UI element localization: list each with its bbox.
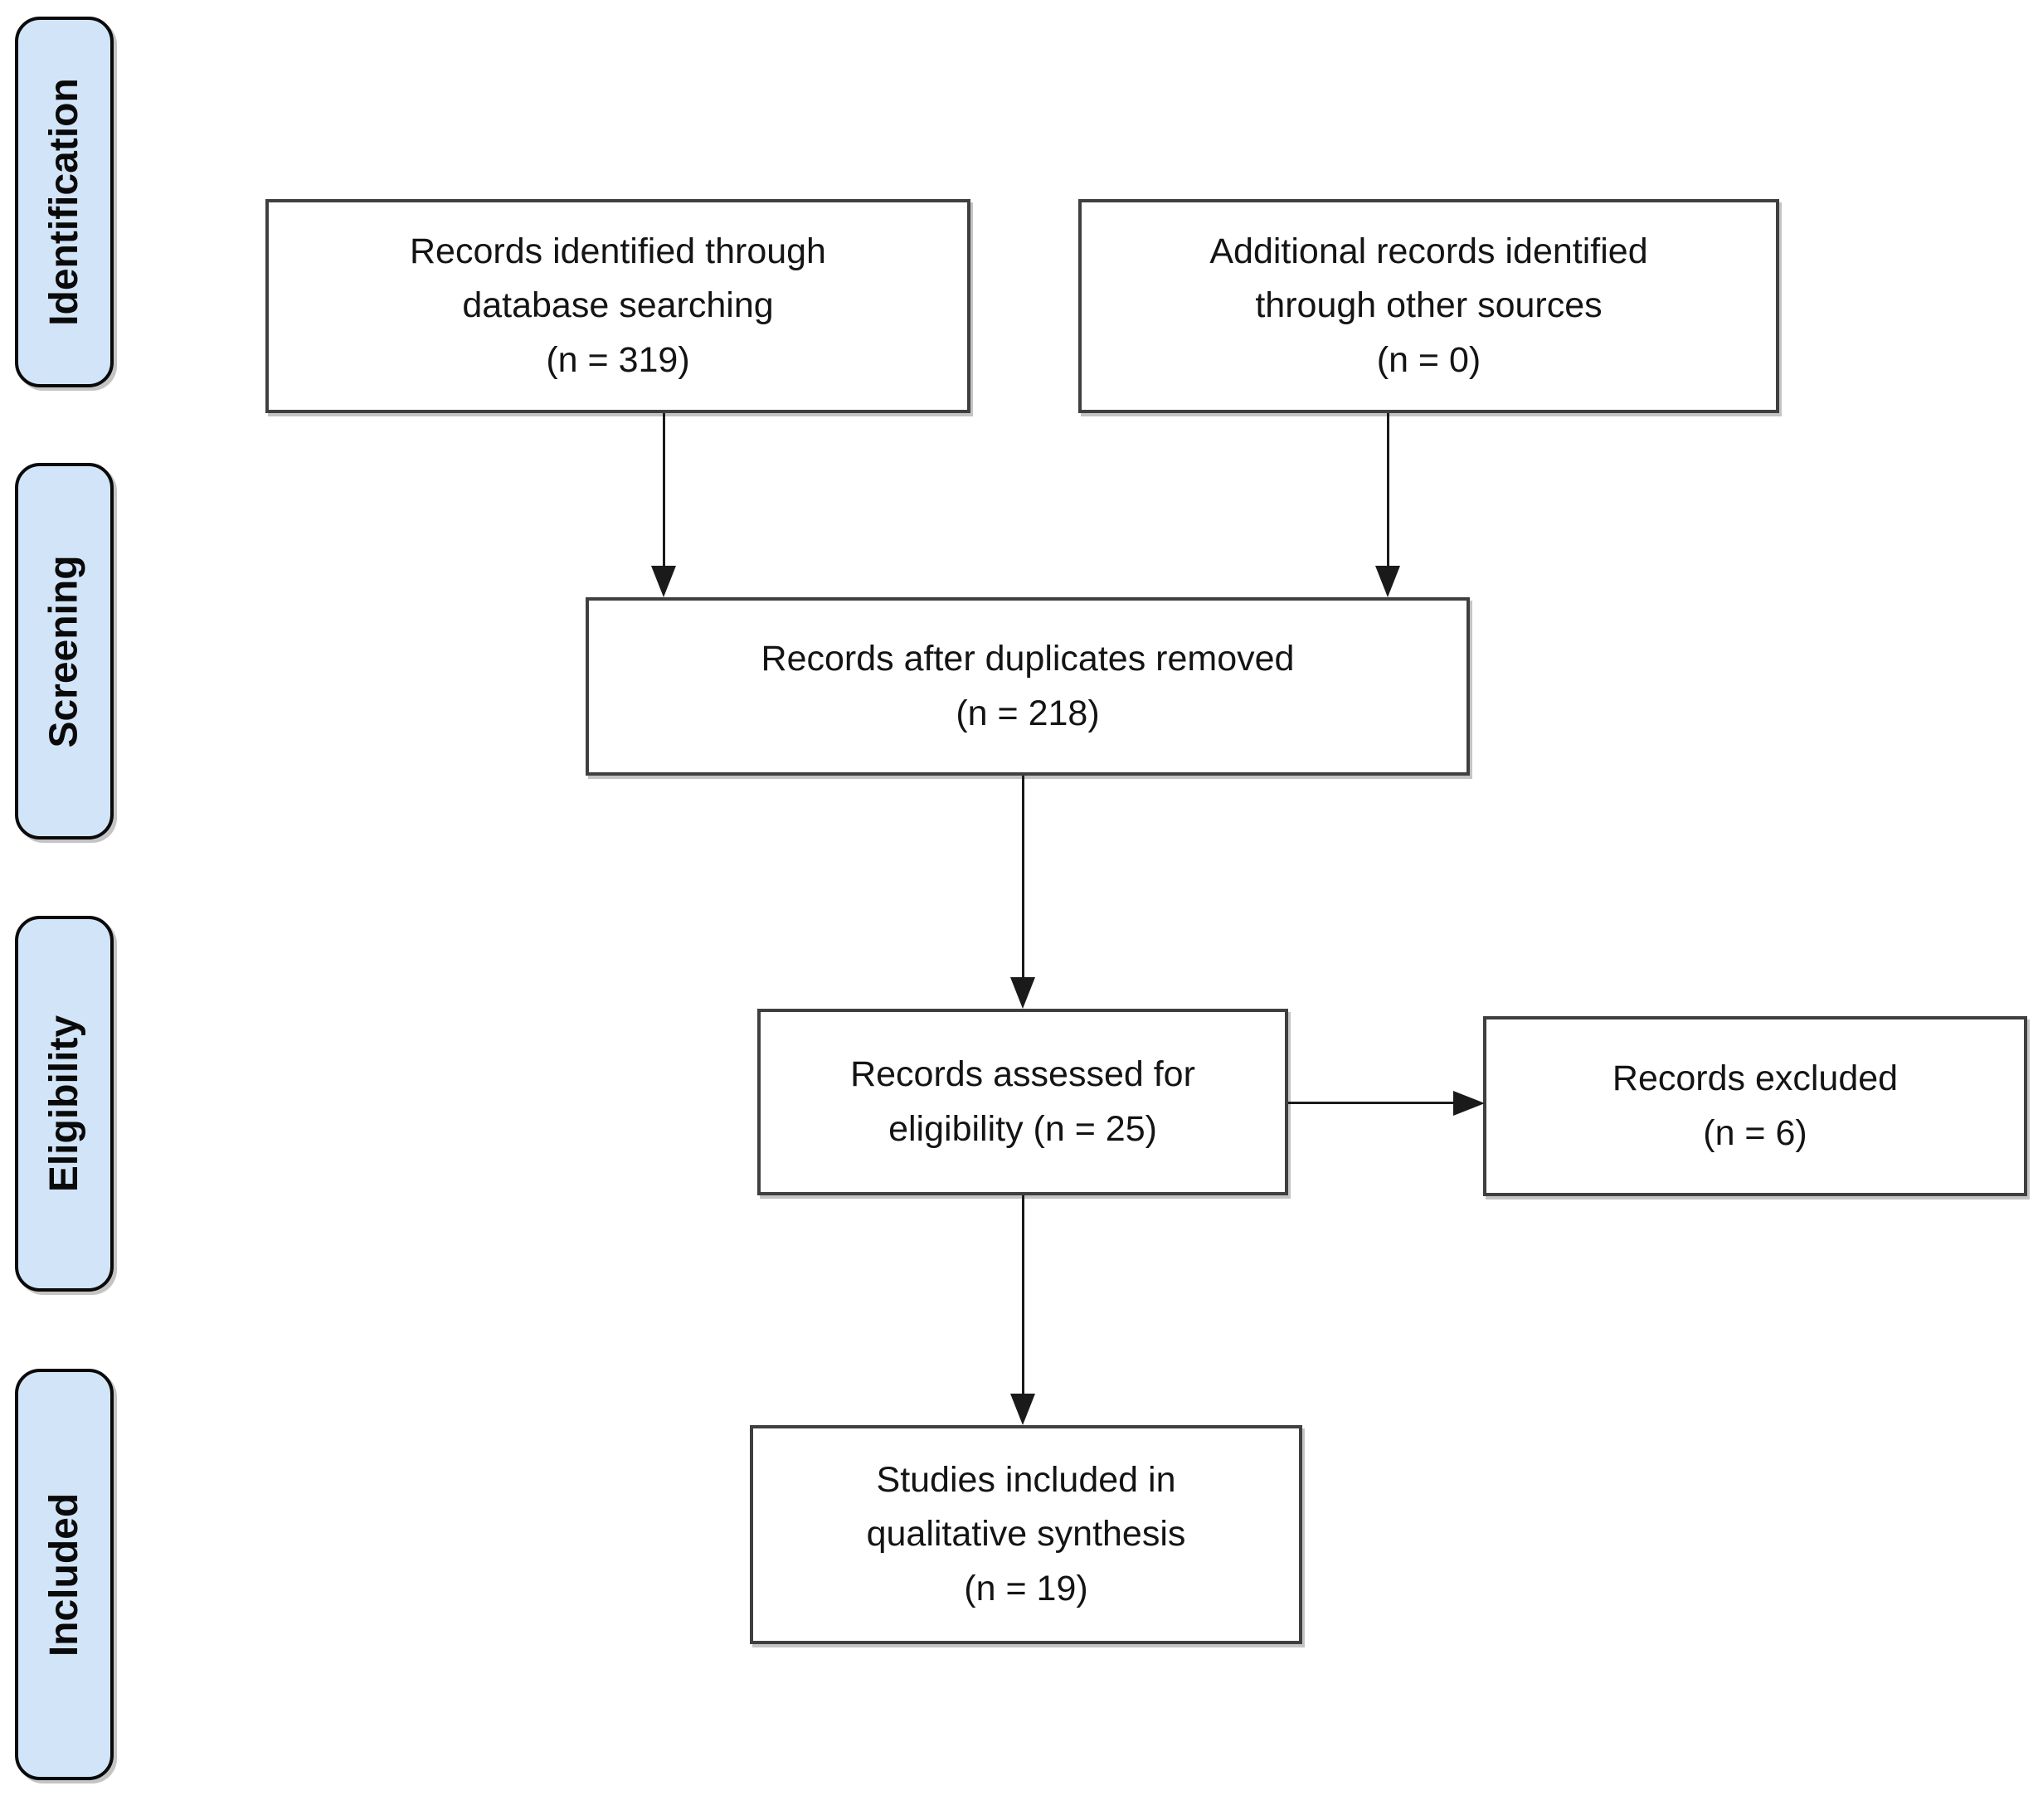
stage-identification-label: Identification <box>42 78 87 326</box>
arrow-head-down-icon <box>1375 566 1400 597</box>
node-text-line: database searching <box>462 285 774 326</box>
box-records-excluded: Records excluded (n = 6) <box>1483 1016 2027 1196</box>
arrow-line <box>1288 1102 1454 1104</box>
node-text-line: through other sources <box>1255 285 1603 326</box>
box-duplicates-removed: Records after duplicates removed (n = 21… <box>586 597 1470 776</box>
arrow-head-down-icon <box>1010 1394 1035 1425</box>
arrow-head-down-icon <box>1010 977 1035 1009</box>
node-text-line: (n = 218) <box>956 693 1100 733</box>
stage-eligibility: Eligibility <box>15 916 114 1292</box>
stage-included: Included <box>15 1369 114 1780</box>
node-text-line: Studies included in <box>876 1459 1176 1500</box>
box-records-assessed: Records assessed for eligibility (n = 25… <box>757 1009 1288 1195</box>
arrow-head-right-icon <box>1453 1091 1485 1116</box>
stage-screening-label: Screening <box>42 554 87 748</box>
box-studies-included: Studies included in qualitative synthesi… <box>750 1425 1302 1644</box>
arrow-line <box>1387 413 1389 572</box>
arrow-line <box>1022 776 1024 981</box>
node-text-line: (n = 319) <box>546 339 690 380</box>
node-text-line: Records excluded <box>1612 1058 1899 1099</box>
stage-eligibility-label: Eligibility <box>42 1015 87 1193</box>
arrow-line <box>1022 1195 1024 1397</box>
node-text-line: qualitative synthesis <box>866 1514 1186 1555</box>
node-text-line: Records after duplicates removed <box>761 639 1295 679</box>
box-records-identified: Records identified through database sear… <box>265 199 970 413</box>
stage-included-label: Included <box>42 1492 86 1657</box>
node-text-line: (n = 6) <box>1703 1112 1807 1153</box>
node-text-line: Records assessed for <box>850 1054 1195 1095</box>
stage-screening: Screening <box>15 463 114 839</box>
node-text-line: Records identified through <box>410 231 826 271</box>
stage-identification: Identification <box>15 17 114 387</box>
arrow-line <box>663 413 665 572</box>
node-text-line: eligibility (n = 25) <box>888 1108 1157 1149</box>
node-text-line: (n = 0) <box>1376 339 1481 380</box>
arrow-head-down-icon <box>651 566 676 597</box>
node-text-line: (n = 19) <box>964 1568 1088 1608</box>
box-additional-records: Additional records identified through ot… <box>1078 199 1779 413</box>
node-text-line: Additional records identified <box>1209 231 1648 271</box>
